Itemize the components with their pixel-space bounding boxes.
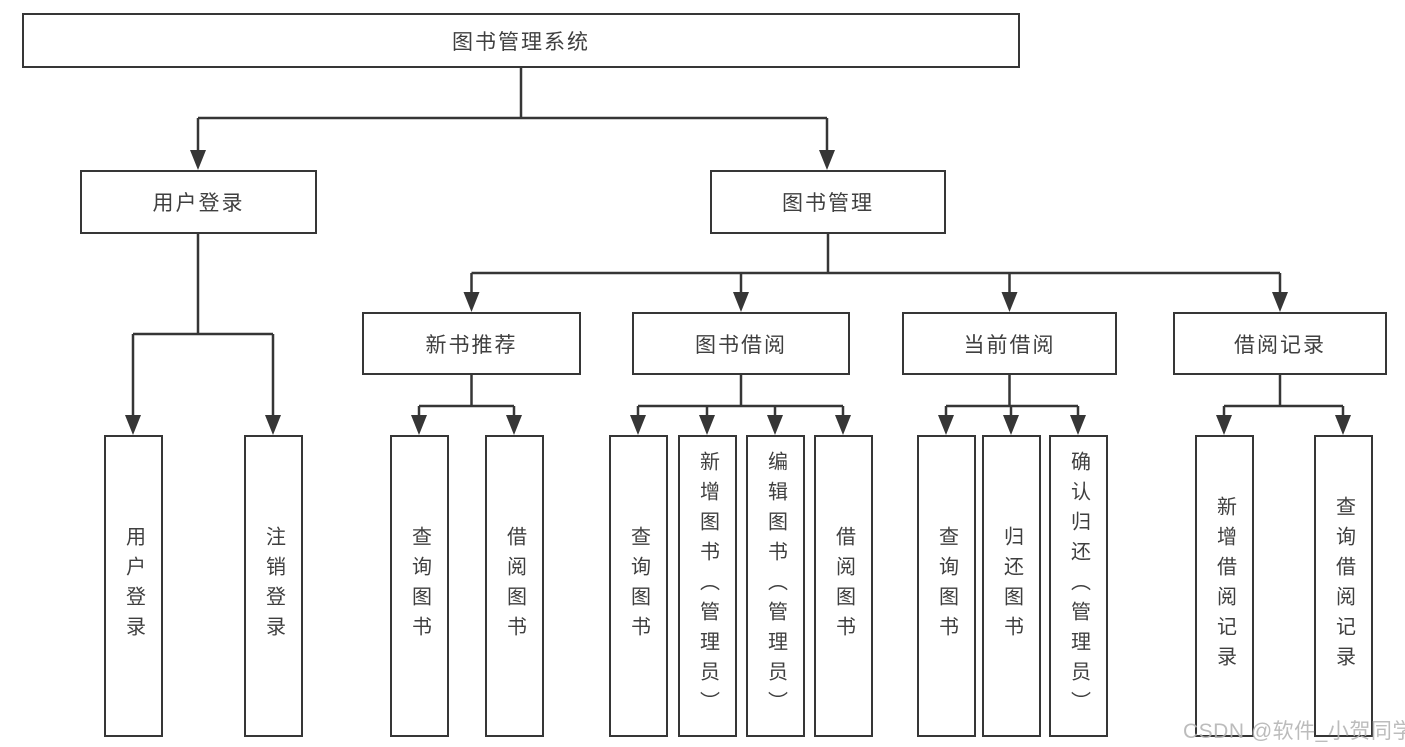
leaf-borrow-books: 借阅图书: [814, 435, 873, 737]
node-book-management: 图书管理: [710, 170, 946, 234]
leaf-return-books: 归还图书: [982, 435, 1041, 737]
leaf-logout-label: 注销登录: [262, 526, 285, 646]
leaf-borrow-books-recommend-label: 借阅图书: [503, 526, 526, 646]
node-book-borrowing: 图书借阅: [632, 312, 850, 375]
node-user-login: 用户登录: [80, 170, 317, 234]
leaf-query-borrow-record: 查询借阅记录: [1314, 435, 1373, 737]
node-new-book-recommendation: 新书推荐: [362, 312, 581, 375]
leaf-add-borrow-record: 新增借阅记录: [1195, 435, 1254, 737]
node-library-management-system: 图书管理系统: [22, 13, 1020, 68]
leaf-add-books-admin: 新增图书（管理员）: [678, 435, 737, 737]
leaf-query-books-recommend: 查询图书: [390, 435, 449, 737]
node-current-borrowing: 当前借阅: [902, 312, 1117, 375]
leaf-add-books-admin-label: 新增图书（管理员）: [696, 451, 719, 721]
leaf-user-login: 用户登录: [104, 435, 163, 737]
leaf-add-borrow-record-label: 新增借阅记录: [1213, 496, 1236, 676]
leaf-query-books-borrowing: 查询图书: [609, 435, 668, 737]
leaf-borrow-books-recommend: 借阅图书: [485, 435, 544, 737]
leaf-return-books-label: 归还图书: [1000, 526, 1023, 646]
node-borrowing-records: 借阅记录: [1173, 312, 1387, 375]
leaf-logout: 注销登录: [244, 435, 303, 737]
leaf-borrow-books-label: 借阅图书: [832, 526, 855, 646]
leaf-confirm-return-admin-label: 确认归还（管理员）: [1067, 451, 1090, 721]
leaf-edit-books-admin-label: 编辑图书（管理员）: [764, 451, 787, 721]
leaf-query-books-current-label: 查询图书: [935, 526, 958, 646]
leaf-user-login-label: 用户登录: [122, 526, 145, 646]
leaf-query-borrow-record-label: 查询借阅记录: [1332, 496, 1355, 676]
leaf-query-books-recommend-label: 查询图书: [408, 526, 431, 646]
leaf-query-books-borrowing-label: 查询图书: [627, 526, 650, 646]
leaf-query-books-current: 查询图书: [917, 435, 976, 737]
leaf-confirm-return-admin: 确认归还（管理员）: [1049, 435, 1108, 737]
leaf-edit-books-admin: 编辑图书（管理员）: [746, 435, 805, 737]
csdn-watermark: CSDN @软件_小贺同学: [1183, 720, 1405, 743]
